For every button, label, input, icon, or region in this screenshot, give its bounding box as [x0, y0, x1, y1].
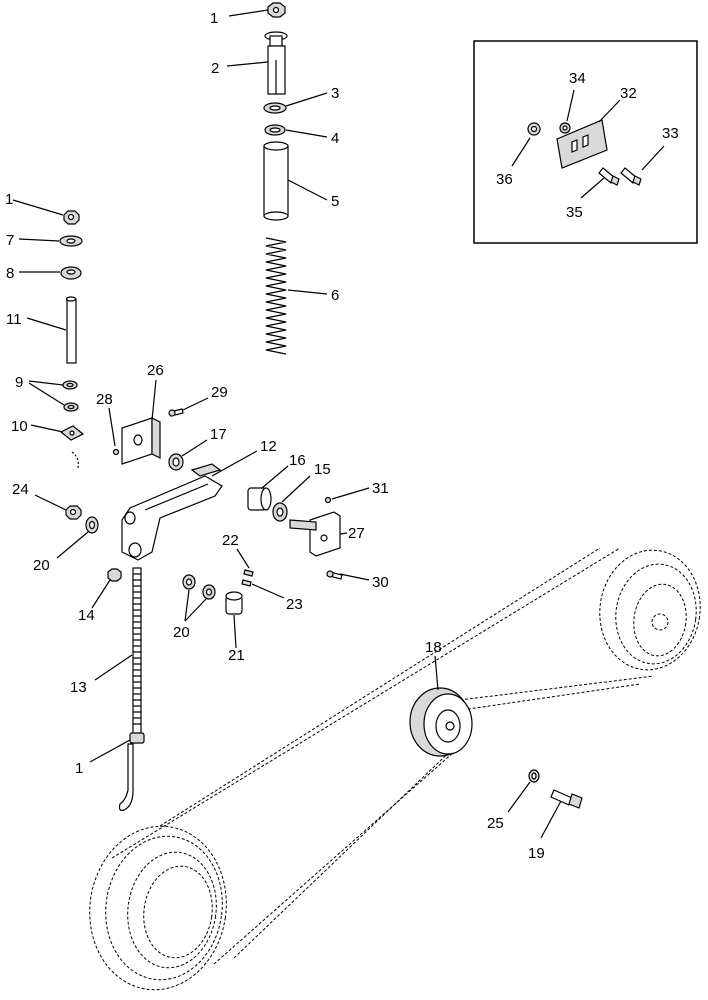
- hook-end: [118, 743, 134, 811]
- label-36: 36: [496, 171, 513, 188]
- inset-box: [473, 40, 698, 244]
- part-2-pin: [264, 31, 288, 95]
- label-8: 8: [6, 265, 14, 282]
- label-30: 30: [372, 574, 389, 591]
- part-34-nut: [559, 122, 571, 134]
- label-26: 26: [147, 362, 164, 379]
- part-17-washer: [168, 453, 184, 471]
- part-35-bolt: [598, 167, 620, 186]
- label-23: 23: [286, 596, 303, 613]
- part-20-washers-right: [182, 574, 216, 600]
- label-20-left: 20: [33, 557, 50, 574]
- label-15: 15: [314, 461, 331, 478]
- part-20-washer-left: [85, 516, 99, 534]
- part-15-washer: [272, 502, 288, 522]
- label-6: 6: [331, 287, 339, 304]
- label-16: 16: [289, 452, 306, 469]
- part-29-screw: [168, 408, 184, 417]
- label-7: 7: [6, 232, 14, 249]
- belt-drive: [89, 547, 701, 991]
- label-25: 25: [487, 815, 504, 832]
- part-14-nut: [107, 568, 122, 582]
- part-9-washers: [62, 380, 79, 412]
- label-9: 9: [15, 374, 23, 391]
- label-35: 35: [566, 204, 583, 221]
- label-10: 10: [11, 418, 28, 435]
- part-1-rod-nut: [129, 732, 145, 744]
- label-29: 29: [211, 384, 228, 401]
- label-14: 14: [78, 607, 95, 624]
- part-10-bracket: [59, 425, 85, 441]
- label-3: 3: [331, 85, 339, 102]
- label-5: 5: [331, 193, 339, 210]
- part-26-bracket: [121, 417, 161, 465]
- label-1-top: 1: [210, 10, 218, 27]
- label-19: 19: [528, 845, 545, 862]
- part-24-nut: [65, 505, 82, 520]
- label-17: 17: [210, 426, 227, 443]
- label-27: 27: [348, 525, 365, 542]
- part-23-screw: [241, 579, 252, 587]
- label-13: 13: [70, 679, 87, 696]
- part-5-sleeve: [263, 141, 289, 221]
- part-33-bolt: [620, 167, 642, 186]
- label-11: 11: [6, 311, 22, 328]
- part-13-rod: [132, 567, 142, 735]
- label-2: 2: [211, 60, 219, 77]
- part-12-arm: [121, 463, 223, 561]
- part-7-washer: [59, 235, 83, 247]
- label-1-rod: 1: [75, 760, 83, 777]
- part-36-nut: [527, 122, 541, 136]
- part-32-plate: [556, 119, 608, 169]
- part-25-washer: [528, 769, 540, 783]
- label-20-right: 20: [173, 624, 190, 641]
- part-8-washer: [60, 266, 82, 280]
- part-3-washer: [263, 102, 287, 114]
- label-28: 28: [96, 391, 113, 408]
- part-4-washer: [264, 124, 286, 136]
- part-22-screw: [243, 569, 254, 577]
- label-4: 4: [331, 130, 339, 147]
- part-6-spring: [265, 237, 287, 355]
- label-34: 34: [569, 70, 586, 87]
- label-32: 32: [620, 85, 637, 102]
- label-24: 24: [12, 481, 29, 498]
- label-12: 12: [260, 438, 277, 455]
- label-18: 18: [425, 639, 442, 656]
- part-31-pin: [324, 496, 332, 504]
- label-21: 21: [228, 647, 245, 664]
- part-1-left-nut: [63, 210, 80, 225]
- part-21-bushing: [225, 591, 243, 615]
- part-11-pin: [65, 296, 77, 364]
- label-1-left: 1: [5, 191, 13, 208]
- part-1-top-nut: [267, 2, 286, 18]
- part-27-plate: [289, 511, 341, 557]
- label-33: 33: [662, 125, 679, 142]
- part-16-bushing: [247, 487, 272, 511]
- part-18-idler-pulley: [409, 687, 473, 757]
- label-31: 31: [372, 480, 389, 497]
- part-28-pin: [112, 448, 120, 456]
- part-19-bolt: [550, 789, 583, 809]
- label-22: 22: [222, 532, 239, 549]
- part-30-screw: [326, 570, 343, 580]
